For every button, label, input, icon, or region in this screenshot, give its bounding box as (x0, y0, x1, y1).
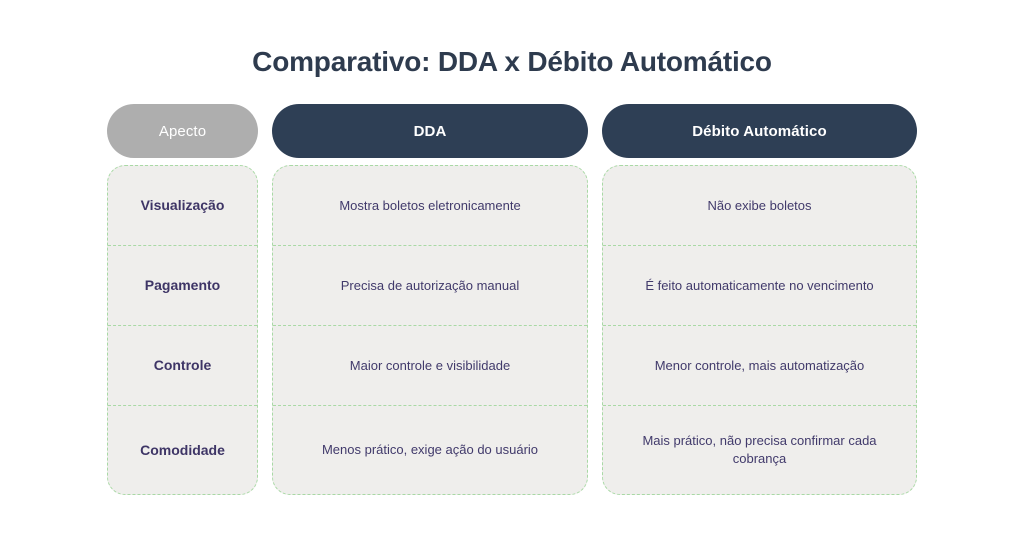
table-cell-dda-4: Menos prático, exige ação do usuário (321, 442, 539, 458)
table-cell-debito-2: É feito automaticamente no vencimento (603, 246, 916, 326)
column-header-dda: DDA (272, 104, 588, 158)
column-debito-automatico: Não exibe boletos É feito automaticament… (602, 158, 917, 495)
table-cell-dda-3: Maior controle e visibilidade (273, 326, 587, 406)
table-cell-aspect-1: Visualização (108, 166, 257, 246)
table-cell-dda-1: Mostra boletos eletronicamente (273, 166, 587, 246)
table-cell-aspect-3: Controle (108, 326, 257, 406)
table-cell-dda-2: Precisa de autorização manual (273, 246, 587, 326)
column-dda: Mostra boletos eletronicamente Precisa d… (272, 158, 588, 495)
table-cell-debito-1: Não exibe boletos (603, 166, 916, 246)
comparison-table: Apecto DDA Débito Automático Visualizaçã… (107, 104, 917, 495)
column-header-debito-automatico: Débito Automático (602, 104, 917, 158)
column-aspect-cells: Visualização Pagamento Controle Comodida… (107, 165, 258, 495)
table-cell-aspect-4: Comodidade (140, 441, 225, 458)
table-cell-aspect-2: Pagamento (108, 246, 257, 326)
table-cell-debito-4: Mais prático, não precisa confirmar cada… (642, 433, 877, 466)
table-header-row: Apecto DDA Débito Automático (107, 104, 917, 158)
table-cell-debito-3: Menor controle, mais automatização (603, 326, 916, 406)
column-dda-cells: Mostra boletos eletronicamente Precisa d… (272, 165, 588, 495)
table-body: Visualização Pagamento Controle Comodida… (107, 158, 917, 495)
column-debito-automatico-cells: Não exibe boletos É feito automaticament… (602, 165, 917, 495)
column-aspect: Visualização Pagamento Controle Comodida… (107, 158, 258, 495)
page-title: Comparativo: DDA x Débito Automático (252, 46, 772, 77)
column-header-aspect: Apecto (107, 104, 258, 158)
